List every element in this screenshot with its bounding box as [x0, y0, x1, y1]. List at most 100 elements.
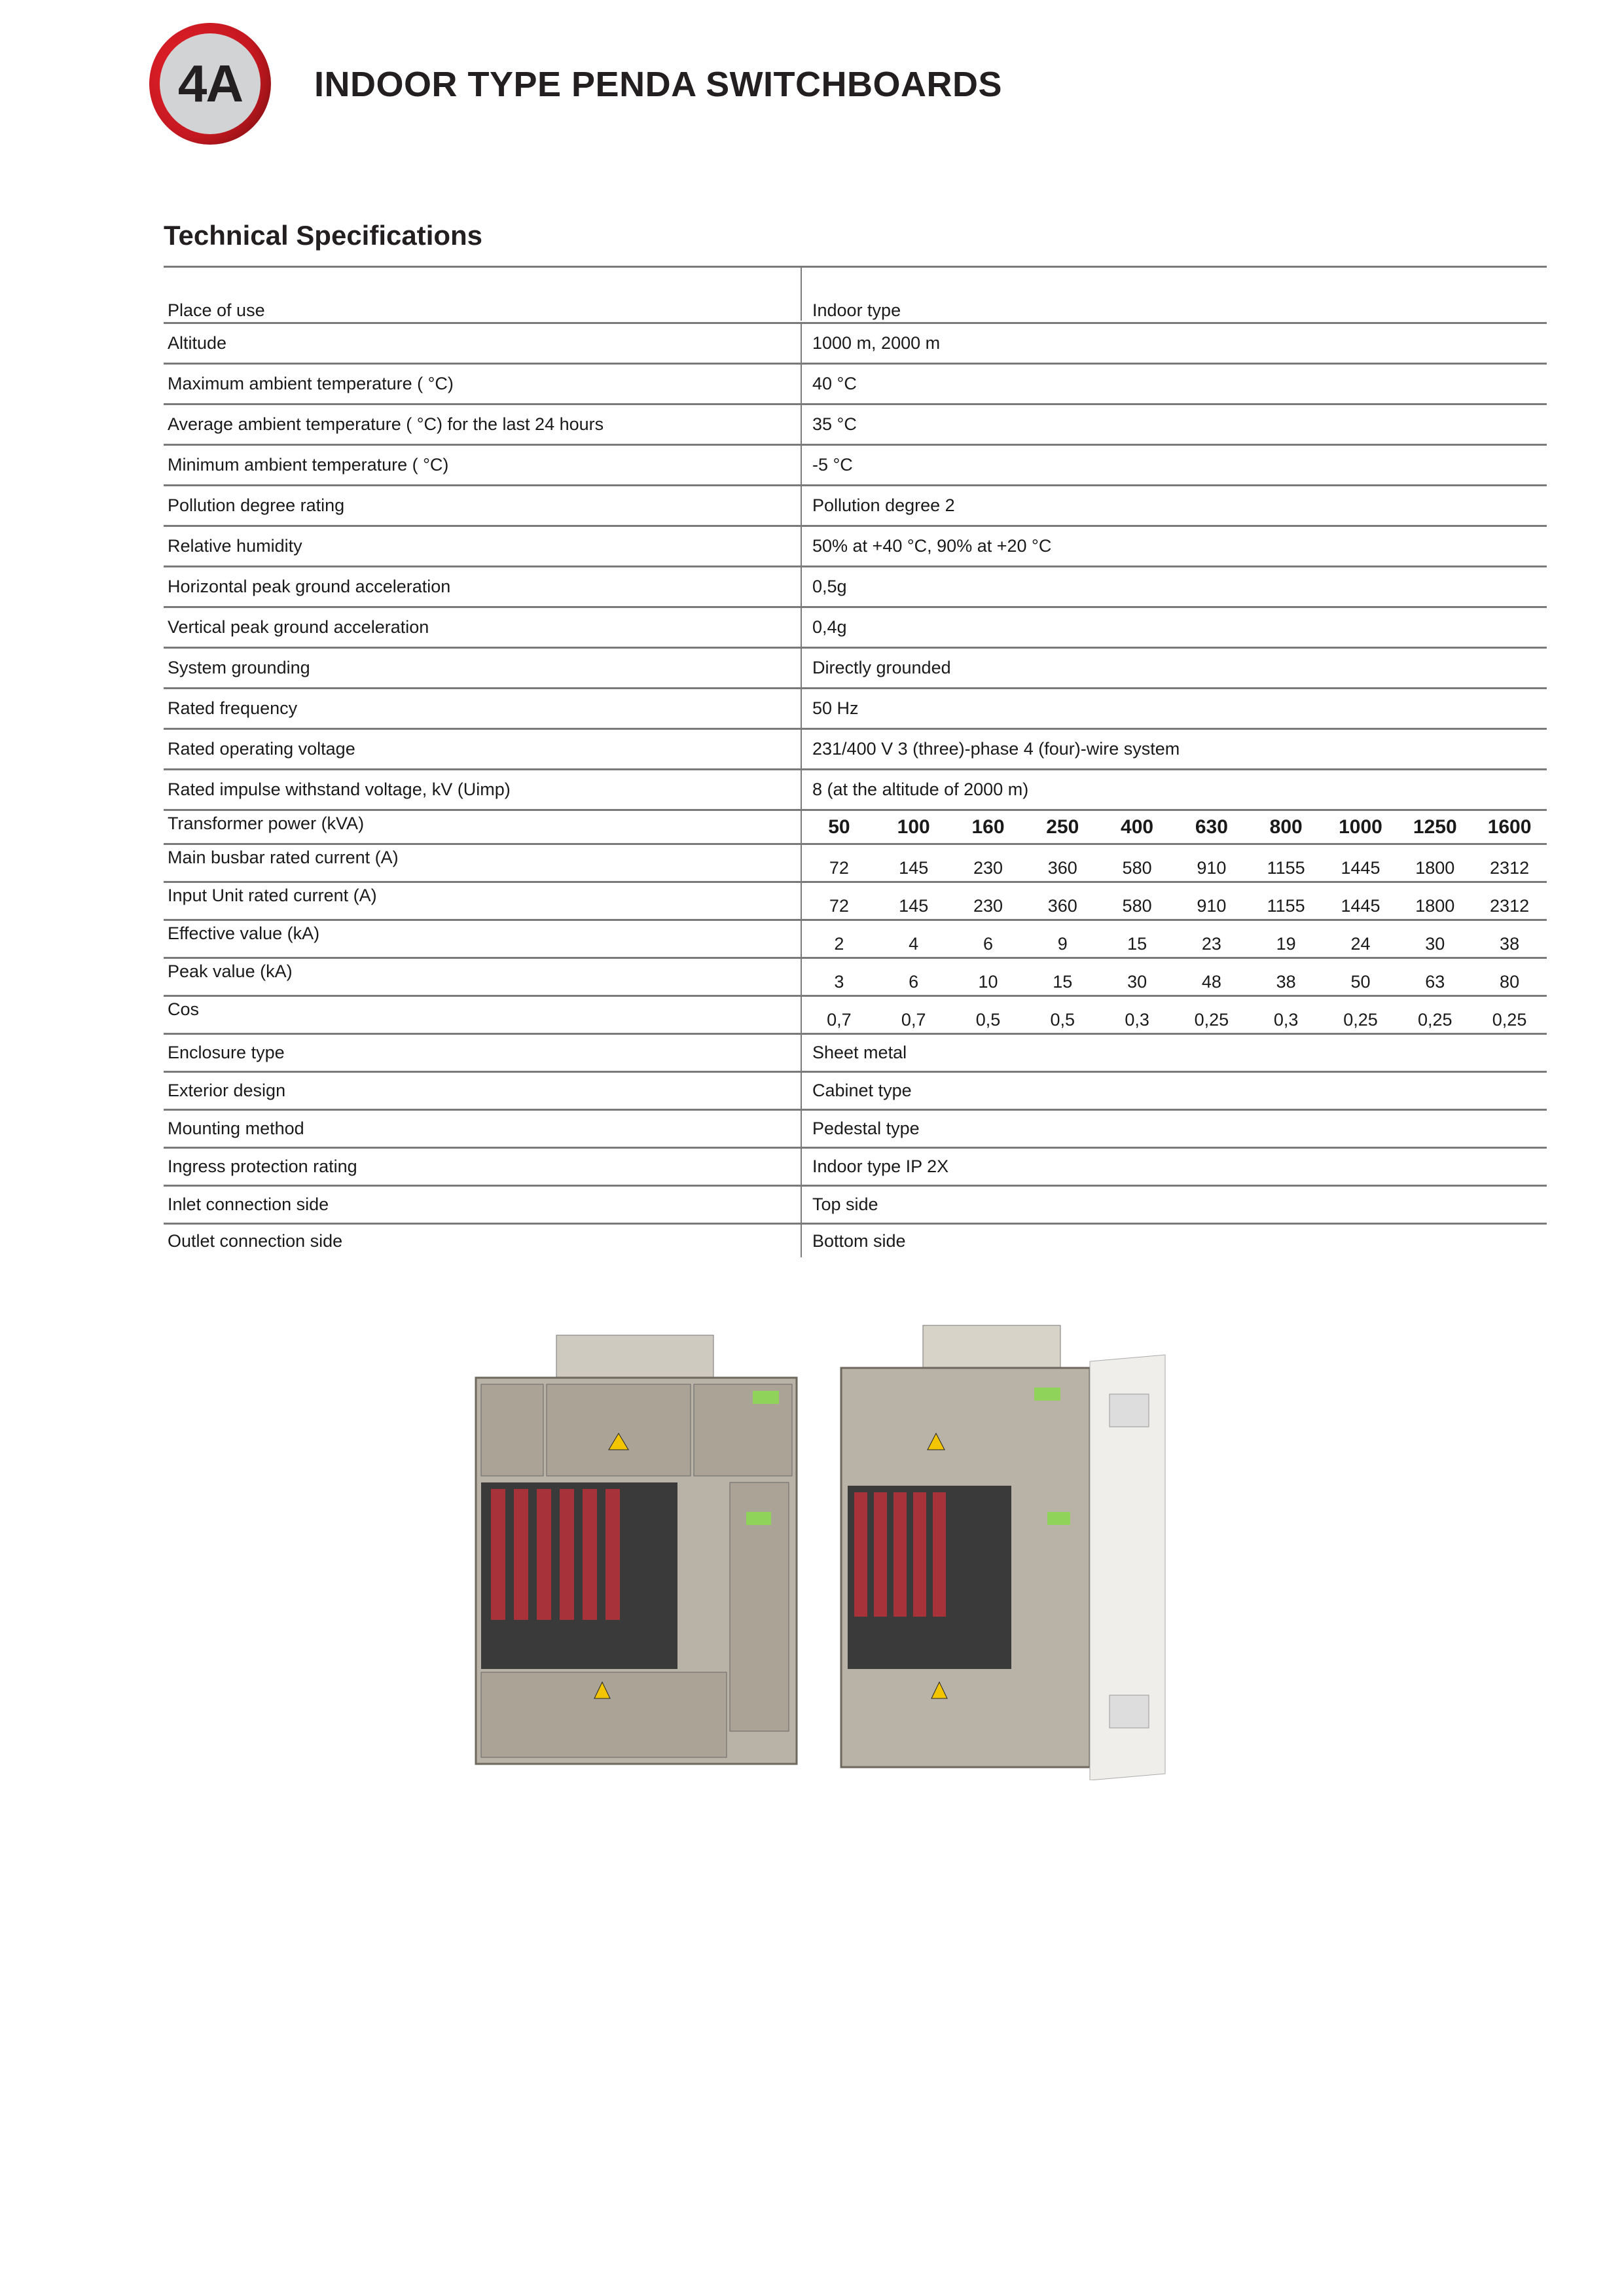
row-value: 1000 m, 2000 m [812, 333, 941, 353]
table-row: Inlet connection side Top side [164, 1187, 1547, 1225]
value-cell: 15 [1127, 934, 1147, 954]
value-cell: 38 [1276, 972, 1296, 992]
switchboard-side-view [840, 1325, 1166, 1780]
value-cell: 0,7 [827, 1010, 852, 1030]
row-value: Bottom side [812, 1230, 906, 1251]
row-label: Rated impulse withstand voltage, kV (Uim… [164, 770, 802, 809]
value-cell: 1600 [1487, 816, 1532, 838]
value-cell: 15 [1053, 972, 1073, 992]
value-cell: 230 [973, 858, 1003, 878]
row-value: 231/400 V 3 (three)-phase 4 (four)-wire … [812, 739, 1180, 759]
row-value: 35 °C [812, 414, 857, 434]
value-cell: 360 [1047, 896, 1077, 916]
row-label: Mounting method [164, 1111, 802, 1147]
row-label: Effective value (kA) [164, 921, 802, 957]
row-label: Transformer power (kVA) [164, 811, 802, 843]
value-cell: 145 [899, 858, 929, 878]
row-label: Average ambient temperature ( °C) for th… [164, 405, 802, 444]
value-cell: 4 [909, 934, 919, 954]
row-value: 40 °C [812, 374, 857, 393]
value-cell: 2 [834, 934, 844, 954]
row-value: 0,4g [812, 617, 847, 637]
page-title: INDOOR TYPE PENDA SWITCHBOARDS [314, 65, 1003, 104]
row-label: Minimum ambient temperature ( °C) [164, 446, 802, 484]
table-row: Relative humidity 50% at +40 °C, 90% at +… [164, 527, 1547, 567]
value-cell: 9 [1057, 934, 1068, 954]
value-cell: 0,7 [901, 1010, 926, 1030]
value-cell: 800 [1269, 816, 1303, 838]
value-cell: 360 [1047, 858, 1077, 878]
value-cell: 19 [1276, 934, 1296, 954]
value-cell: 72 [829, 896, 849, 916]
value-cell: 1445 [1341, 896, 1380, 916]
row-label: Relative humidity [164, 527, 802, 565]
value-cell: 0,5 [1050, 1010, 1075, 1030]
value-cell: 38 [1500, 934, 1520, 954]
value-cell: 6 [983, 934, 993, 954]
value-cell: 3 [834, 972, 844, 992]
value-cell: 1800 [1415, 858, 1455, 878]
value-cell: 2312 [1490, 896, 1530, 916]
row-value: 8 (at the altitude of 2000 m) [812, 780, 1029, 799]
value-cell: 910 [1197, 896, 1227, 916]
value-cell: 24 [1350, 934, 1371, 954]
value-cell: 145 [899, 896, 929, 916]
value-cell: 580 [1122, 858, 1152, 878]
row-value: 50 Hz [812, 698, 859, 718]
table-row: Minimum ambient temperature ( °C) -5 °C [164, 446, 1547, 486]
row-value: Cabinet type [812, 1081, 912, 1100]
value-cell: 1155 [1267, 858, 1305, 878]
value-cell: 30 [1127, 972, 1147, 992]
value-cell: 1800 [1415, 896, 1455, 916]
row-value: Pedestal type [812, 1119, 920, 1138]
row-label: Peak value (kA) [164, 959, 802, 995]
value-cell: 0,25 [1343, 1010, 1378, 1030]
row-value: Sheet metal [812, 1043, 907, 1062]
value-cell: 910 [1197, 858, 1227, 878]
value-cell: 1445 [1341, 858, 1380, 878]
value-cell: 48 [1201, 972, 1221, 992]
value-cell: 1000 [1339, 816, 1382, 838]
value-cell: 400 [1121, 816, 1154, 838]
value-cell: 0,25 [1194, 1010, 1229, 1030]
value-cell: 30 [1425, 934, 1445, 954]
value-cell: 1250 [1413, 816, 1457, 838]
row-label: Pollution degree rating [164, 486, 802, 525]
table-row: Rated impulse withstand voltage, kV (Uim… [164, 770, 1547, 811]
value-cell: 1155 [1267, 896, 1305, 916]
row-label: Main busbar rated current (A) [164, 845, 802, 881]
row-value: 50% at +40 °C, 90% at +20 °C [812, 536, 1052, 556]
section-title: Technical Specifications [164, 220, 483, 251]
row-value: Indoor type IP 2X [812, 1157, 949, 1176]
table-row: Ingress protection rating Indoor type IP … [164, 1149, 1547, 1187]
row-value: Top side [812, 1194, 878, 1214]
switchboard-product-image [475, 1325, 1166, 1780]
value-cell: 6 [909, 972, 919, 992]
row-label: Place of use [164, 268, 802, 321]
value-cell: 50 [828, 816, 850, 838]
table-row: Average ambient temperature ( °C) for th… [164, 405, 1547, 446]
value-cell: 23 [1201, 934, 1221, 954]
row-value: -5 °C [812, 455, 853, 475]
value-cell: 230 [973, 896, 1003, 916]
value-cell: 80 [1500, 972, 1520, 992]
row-label: Input Unit rated current (A) [164, 883, 802, 919]
table-row: Maximum ambient temperature ( °C) 40 °C [164, 365, 1547, 405]
row-label: Inlet connection side [164, 1187, 802, 1223]
row-label: Ingress protection rating [164, 1149, 802, 1185]
row-label: Maximum ambient temperature ( °C) [164, 365, 802, 403]
